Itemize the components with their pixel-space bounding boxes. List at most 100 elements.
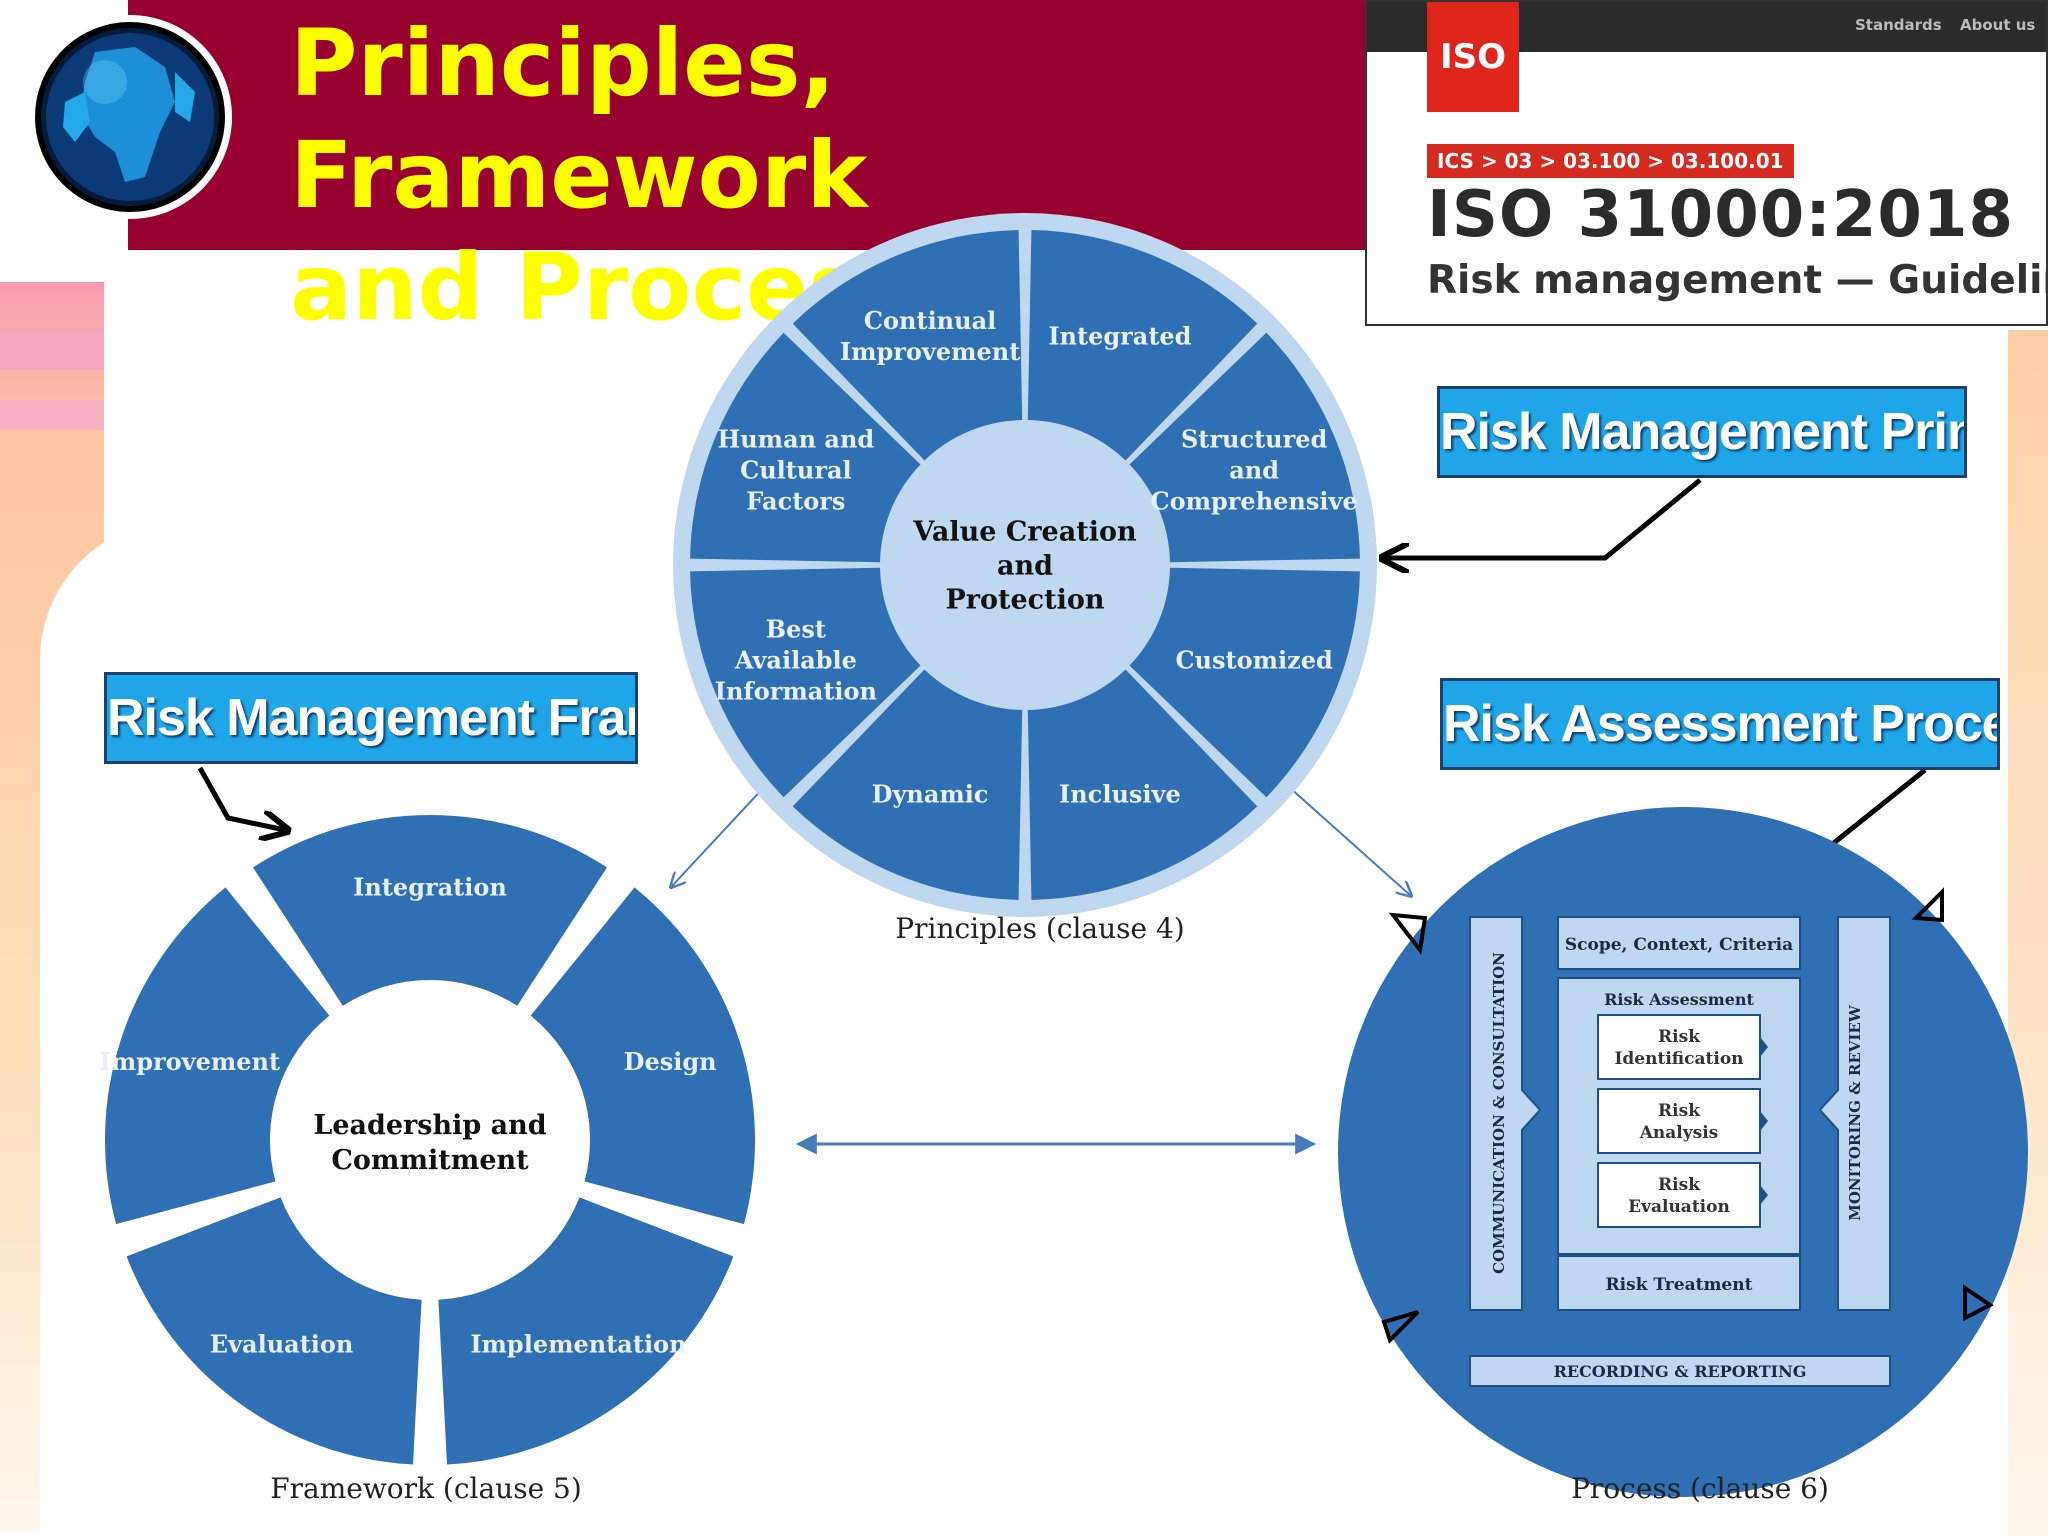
risk-step-label-line: Evaluation [1628, 1197, 1730, 1217]
principle-label: Inclusive [1059, 780, 1181, 809]
principles-center-label-line: Protection [946, 584, 1105, 615]
principle-segment [1129, 567, 1360, 798]
title-bar [128, 0, 1368, 250]
iso-standard-card: Standards About us ISO ICS > 03 > 03.100… [1365, 0, 2048, 326]
principle-label-line: Cultural [740, 455, 852, 484]
principle-label: Dynamic [872, 780, 989, 809]
right-decor-strip [2008, 330, 2048, 1536]
monitoring-bar [1818, 916, 1891, 1311]
principle-segment [1027, 230, 1258, 461]
risk-step-label-line: Identification [1614, 1049, 1743, 1069]
principle-segment [792, 669, 1023, 900]
principle-label: Customized [1175, 645, 1333, 674]
cycle-arrow-icon [1381, 1310, 1420, 1344]
recording-bar [1469, 1355, 1891, 1387]
label-process: Risk Assessment Process [1440, 678, 2000, 770]
risk-step-label-line: Risk [1658, 1175, 1701, 1195]
framework-label: Evaluation [210, 1329, 354, 1358]
risk-step-label-line: Analysis [1639, 1123, 1719, 1143]
process-diagram: COMMUNICATION & CONSULTATION MONITORING … [1338, 807, 2028, 1497]
risk-step-label-line: Risk [1658, 1101, 1701, 1121]
principle-label-line: Comprehensive [1151, 486, 1358, 515]
communication-bar [1469, 916, 1542, 1311]
principle-label-line: Customized [1175, 645, 1333, 674]
recording-label: RECORDING & REPORTING [1554, 1362, 1807, 1381]
risk-step-box [1597, 1162, 1761, 1228]
principle-label: Integrated [1048, 321, 1191, 350]
iso-ics-breadcrumb[interactable]: ICS > 03 > 03.100 > 03.100.01 [1427, 144, 1794, 178]
framework-center-label-line: Commitment [331, 1145, 529, 1176]
framework-label: Implementation [470, 1329, 686, 1358]
principle-segment [690, 567, 921, 798]
risk-step-box [1597, 1014, 1761, 1080]
framework-label: Improvement [100, 1047, 280, 1076]
principle-segment [1129, 332, 1360, 563]
risk-step-arrow-icon [1760, 1037, 1768, 1057]
pointer-arrow-framework [197, 766, 285, 830]
principle-label-line: Information [715, 676, 877, 705]
principles-center [886, 426, 1164, 704]
scope-label: Scope, Context, Criteria [1565, 935, 1793, 955]
principle-label-line: Human and [718, 424, 875, 453]
label-principles: Risk Management Principles [1437, 386, 1967, 478]
caption-framework: Framework (clause 5) [270, 1472, 582, 1505]
iso-standard-id: ISO 31000:2018 [1427, 178, 2014, 252]
risk-step-box [1597, 1088, 1761, 1154]
cycle-arrow-icon [1963, 1284, 1994, 1322]
framework-segment [530, 887, 756, 1225]
principle-label-line: Continual [864, 306, 996, 335]
iso-standard-title: Risk management — Guidelines [1427, 258, 2046, 303]
label-framework: Risk Management Framework [104, 672, 638, 764]
framework-segment [126, 1197, 422, 1465]
framework-segment [104, 887, 330, 1225]
risk-treatment-label: Risk Treatment [1606, 1275, 1753, 1295]
principles-center-label-line: and [997, 550, 1053, 581]
principle-label-line: Inclusive [1059, 780, 1181, 809]
principle-segment [1027, 669, 1258, 900]
framework-segment [438, 1197, 734, 1465]
principle-label-line: Available [734, 645, 857, 674]
left-decor-strip-inner [0, 330, 104, 370]
principle-label-line: Improvement [840, 337, 1020, 366]
risk-treatment-box [1557, 1255, 1801, 1311]
communication-label: COMMUNICATION & CONSULTATION [1490, 952, 1508, 1274]
framework-label: Design [624, 1047, 717, 1076]
slide-title: Principles, Framework and Process [290, 10, 918, 341]
globe-icon [28, 15, 232, 219]
principle-segment [690, 332, 921, 563]
scope-box [1557, 916, 1801, 970]
framework-segment [252, 815, 608, 1006]
iso-nav-about[interactable]: About us [1960, 16, 2036, 34]
caption-process: Process (clause 6) [1571, 1472, 1829, 1505]
framework-center-label-line: Leadership and [313, 1110, 546, 1141]
risk-step-arrow-icon [1760, 1185, 1768, 1205]
principle-label-line: Structured [1181, 424, 1328, 453]
risk-step-arrow-icon [1760, 1111, 1768, 1131]
principle-label-line: Integrated [1048, 321, 1191, 350]
cycle-arrow-icon [1388, 912, 1428, 955]
risk-assessment-title: Risk Assessment [1604, 990, 1754, 1009]
pointer-arrow-principles [1385, 478, 1702, 558]
framework-label: Integration [353, 873, 507, 902]
principle-label-line: Factors [746, 486, 845, 515]
iso-nav-standards[interactable]: Standards [1855, 16, 1942, 34]
cycle-arrow-icon [1911, 887, 1944, 923]
caption-principles: Principles (clause 4) [895, 912, 1185, 945]
principle-label-line: Best [766, 614, 826, 643]
iso-logo[interactable]: ISO [1427, 2, 1519, 112]
principles-center-label-line: Value Creation [912, 516, 1137, 547]
risk-step-label-line: Risk [1658, 1027, 1701, 1047]
principle-segment [792, 230, 1023, 461]
